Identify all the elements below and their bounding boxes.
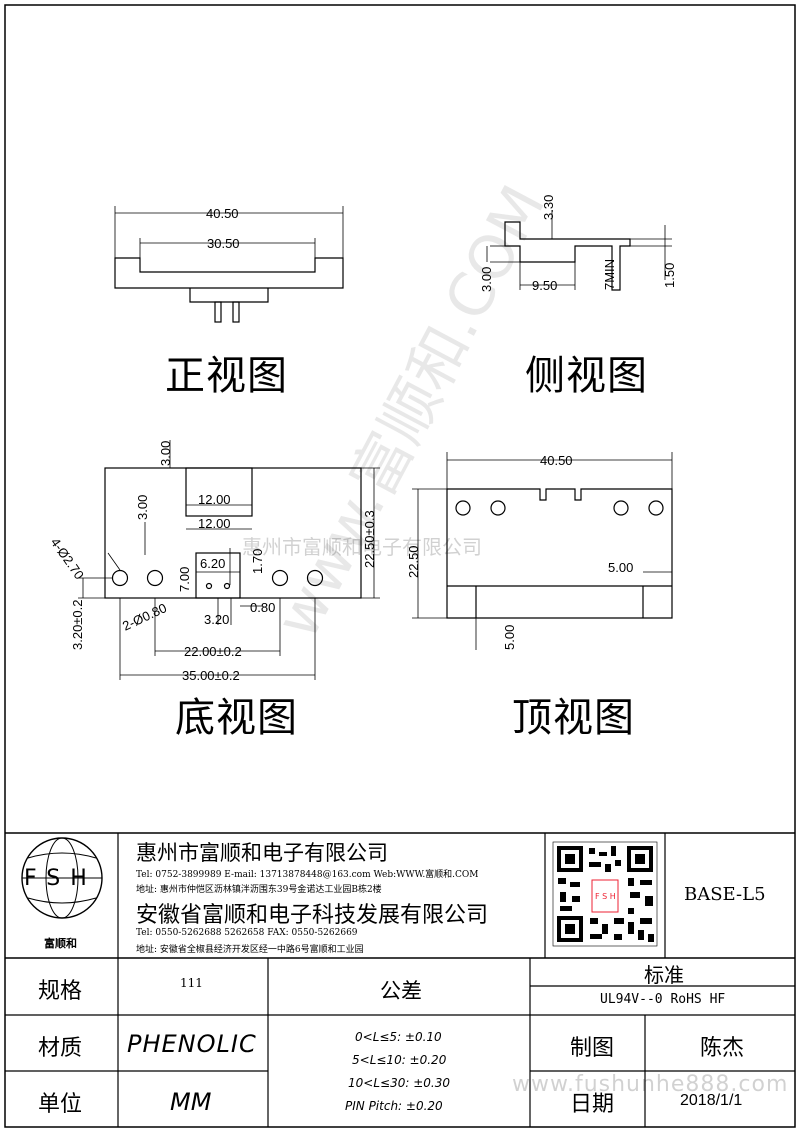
dim-side-3-00: 3.00 xyxy=(479,266,494,292)
tolerance-line-3: 10<L≤30: ±0.30 xyxy=(348,1076,450,1090)
logo-caption: 富顺和 xyxy=(44,937,77,950)
dim-bottom-3-00-left: 3.00 xyxy=(135,494,150,520)
dim-bottom-3-20: 3.20 xyxy=(204,612,230,627)
dim-front-overall-width: 40.50 xyxy=(206,206,239,221)
watermark-company: 惠州市富顺和电子有限公司 xyxy=(242,535,482,559)
tolerance-line-1: 0<L≤5: ±0.10 xyxy=(355,1030,442,1044)
tolerance-label: 公差 xyxy=(380,979,422,1003)
top-view-title: 顶视图 xyxy=(512,695,635,741)
dim-top-22-50: 22.50 xyxy=(406,545,421,578)
dim-top-5-00-right: 5.00 xyxy=(608,560,634,575)
drawn-value: 陈杰 xyxy=(700,1036,745,1061)
company1-contact: Tel: 0752-3899989 E-mail: 13713878448@16… xyxy=(136,870,479,880)
dim-bottom-3-00-top: 3.00 xyxy=(158,440,173,466)
company1-address: 地址: 惠州市仲恺区沥林镇泮沥围东39号金诺达工业园B栋2楼 xyxy=(136,885,382,895)
material-label: 材质 xyxy=(38,1036,83,1061)
dim-bottom-12-00-b: 12.00 xyxy=(198,516,231,531)
dim-bottom-22-50: 22.50±0.3 xyxy=(362,510,377,568)
standard-label: 标准 xyxy=(644,963,684,987)
unit-label: 单位 xyxy=(38,1092,83,1117)
dim-front-inner-width: 30.50 xyxy=(207,236,240,251)
dim-bottom-22-00: 22.00±0.2 xyxy=(184,644,242,659)
tolerance-line-2: 5<L≤10: ±0.20 xyxy=(352,1053,447,1067)
dim-top-5-00-bottom: 5.00 xyxy=(502,624,517,650)
company2-name: 安徽省富顺和电子科技发展有限公司 xyxy=(136,903,489,928)
company2-contact: Tel: 0550-5262688 5262658 FAX: 0550-5262… xyxy=(136,928,358,938)
spec-value: 111 xyxy=(180,976,203,990)
watermark-url: www.fushunhe888.com xyxy=(512,1072,789,1097)
unit-value: MM xyxy=(170,1088,212,1116)
dim-bottom-7-00: 7.00 xyxy=(177,566,192,592)
dim-bottom-35-00: 35.00±0.2 xyxy=(182,668,240,683)
qr-caption: F S H xyxy=(595,892,616,901)
standard-value: UL94V--0 RoHS HF xyxy=(600,992,726,1007)
tolerance-line-4: PIN Pitch: ±0.20 xyxy=(345,1099,443,1113)
logo-letters: FSH xyxy=(24,866,97,891)
side-view-title: 侧视图 xyxy=(525,353,648,399)
qr-code xyxy=(552,841,658,947)
dim-top-40-50: 40.50 xyxy=(540,453,573,468)
dim-side-9-50: 9.50 xyxy=(532,278,558,293)
part-number: BASE-L5 xyxy=(684,884,766,905)
drawn-label: 制图 xyxy=(570,1036,615,1061)
dim-bottom-3-20-tol: 3.20±0.2 xyxy=(70,599,85,650)
front-view-title: 正视图 xyxy=(165,353,288,399)
spec-label: 规格 xyxy=(38,979,83,1004)
dim-bottom-12-00-a: 12.00 xyxy=(198,492,231,507)
dim-bottom-0-80: 0.80 xyxy=(250,600,276,615)
date-label: 日期 xyxy=(570,1092,615,1117)
dim-side-7min: 7MIN xyxy=(602,258,617,290)
dim-bottom-1-70: 1.70 xyxy=(250,548,265,574)
company2-address: 地址: 安徽省全椒县经济开发区经一中路6号富顺和工业园 xyxy=(136,945,364,955)
date-value: 2018/1/1 xyxy=(680,1092,743,1109)
bottom-view-title: 底视图 xyxy=(175,695,298,741)
dim-side-3-30: 3.30 xyxy=(541,194,556,220)
dim-bottom-6-20: 6.20 xyxy=(200,556,226,571)
material-value: PHENOLIC xyxy=(127,1030,257,1058)
company1-name: 惠州市富顺和电子有限公司 xyxy=(136,841,388,865)
dim-side-1-50: 1.50 xyxy=(662,262,677,288)
